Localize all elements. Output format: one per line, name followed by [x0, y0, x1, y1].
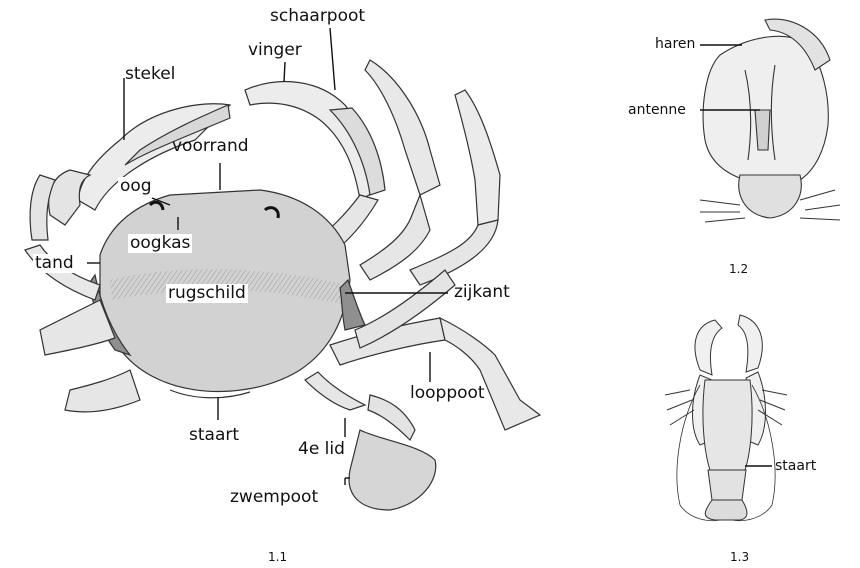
label-4e-lid: 4e lid: [298, 441, 345, 458]
label-voorrand: voorrand: [172, 138, 249, 155]
caption-1-2: 1.2: [729, 262, 748, 276]
lobster-illustration: [665, 315, 787, 521]
head-detail-illustration: [700, 19, 840, 222]
label-zijkant: zijkant: [454, 284, 510, 301]
label-antenne: antenne: [628, 103, 686, 117]
label-oogkas: oogkas: [128, 234, 192, 253]
caption-1-1: 1.1: [268, 550, 287, 564]
label-vinger: vinger: [248, 42, 302, 59]
label-stekel: stekel: [125, 66, 175, 83]
label-tand: tand: [33, 254, 76, 273]
caption-1-3: 1.3: [730, 550, 749, 564]
label-looppoot: looppoot: [410, 385, 485, 402]
label-schaarpoot: schaarpoot: [270, 8, 365, 25]
label-zwempoot: zwempoot: [228, 488, 320, 507]
label-staart-lobster: staart: [775, 459, 816, 473]
label-haren: haren: [655, 37, 695, 51]
label-rugschild: rugschild: [166, 284, 248, 303]
label-oog: oog: [118, 177, 154, 196]
label-staart: staart: [189, 427, 239, 444]
